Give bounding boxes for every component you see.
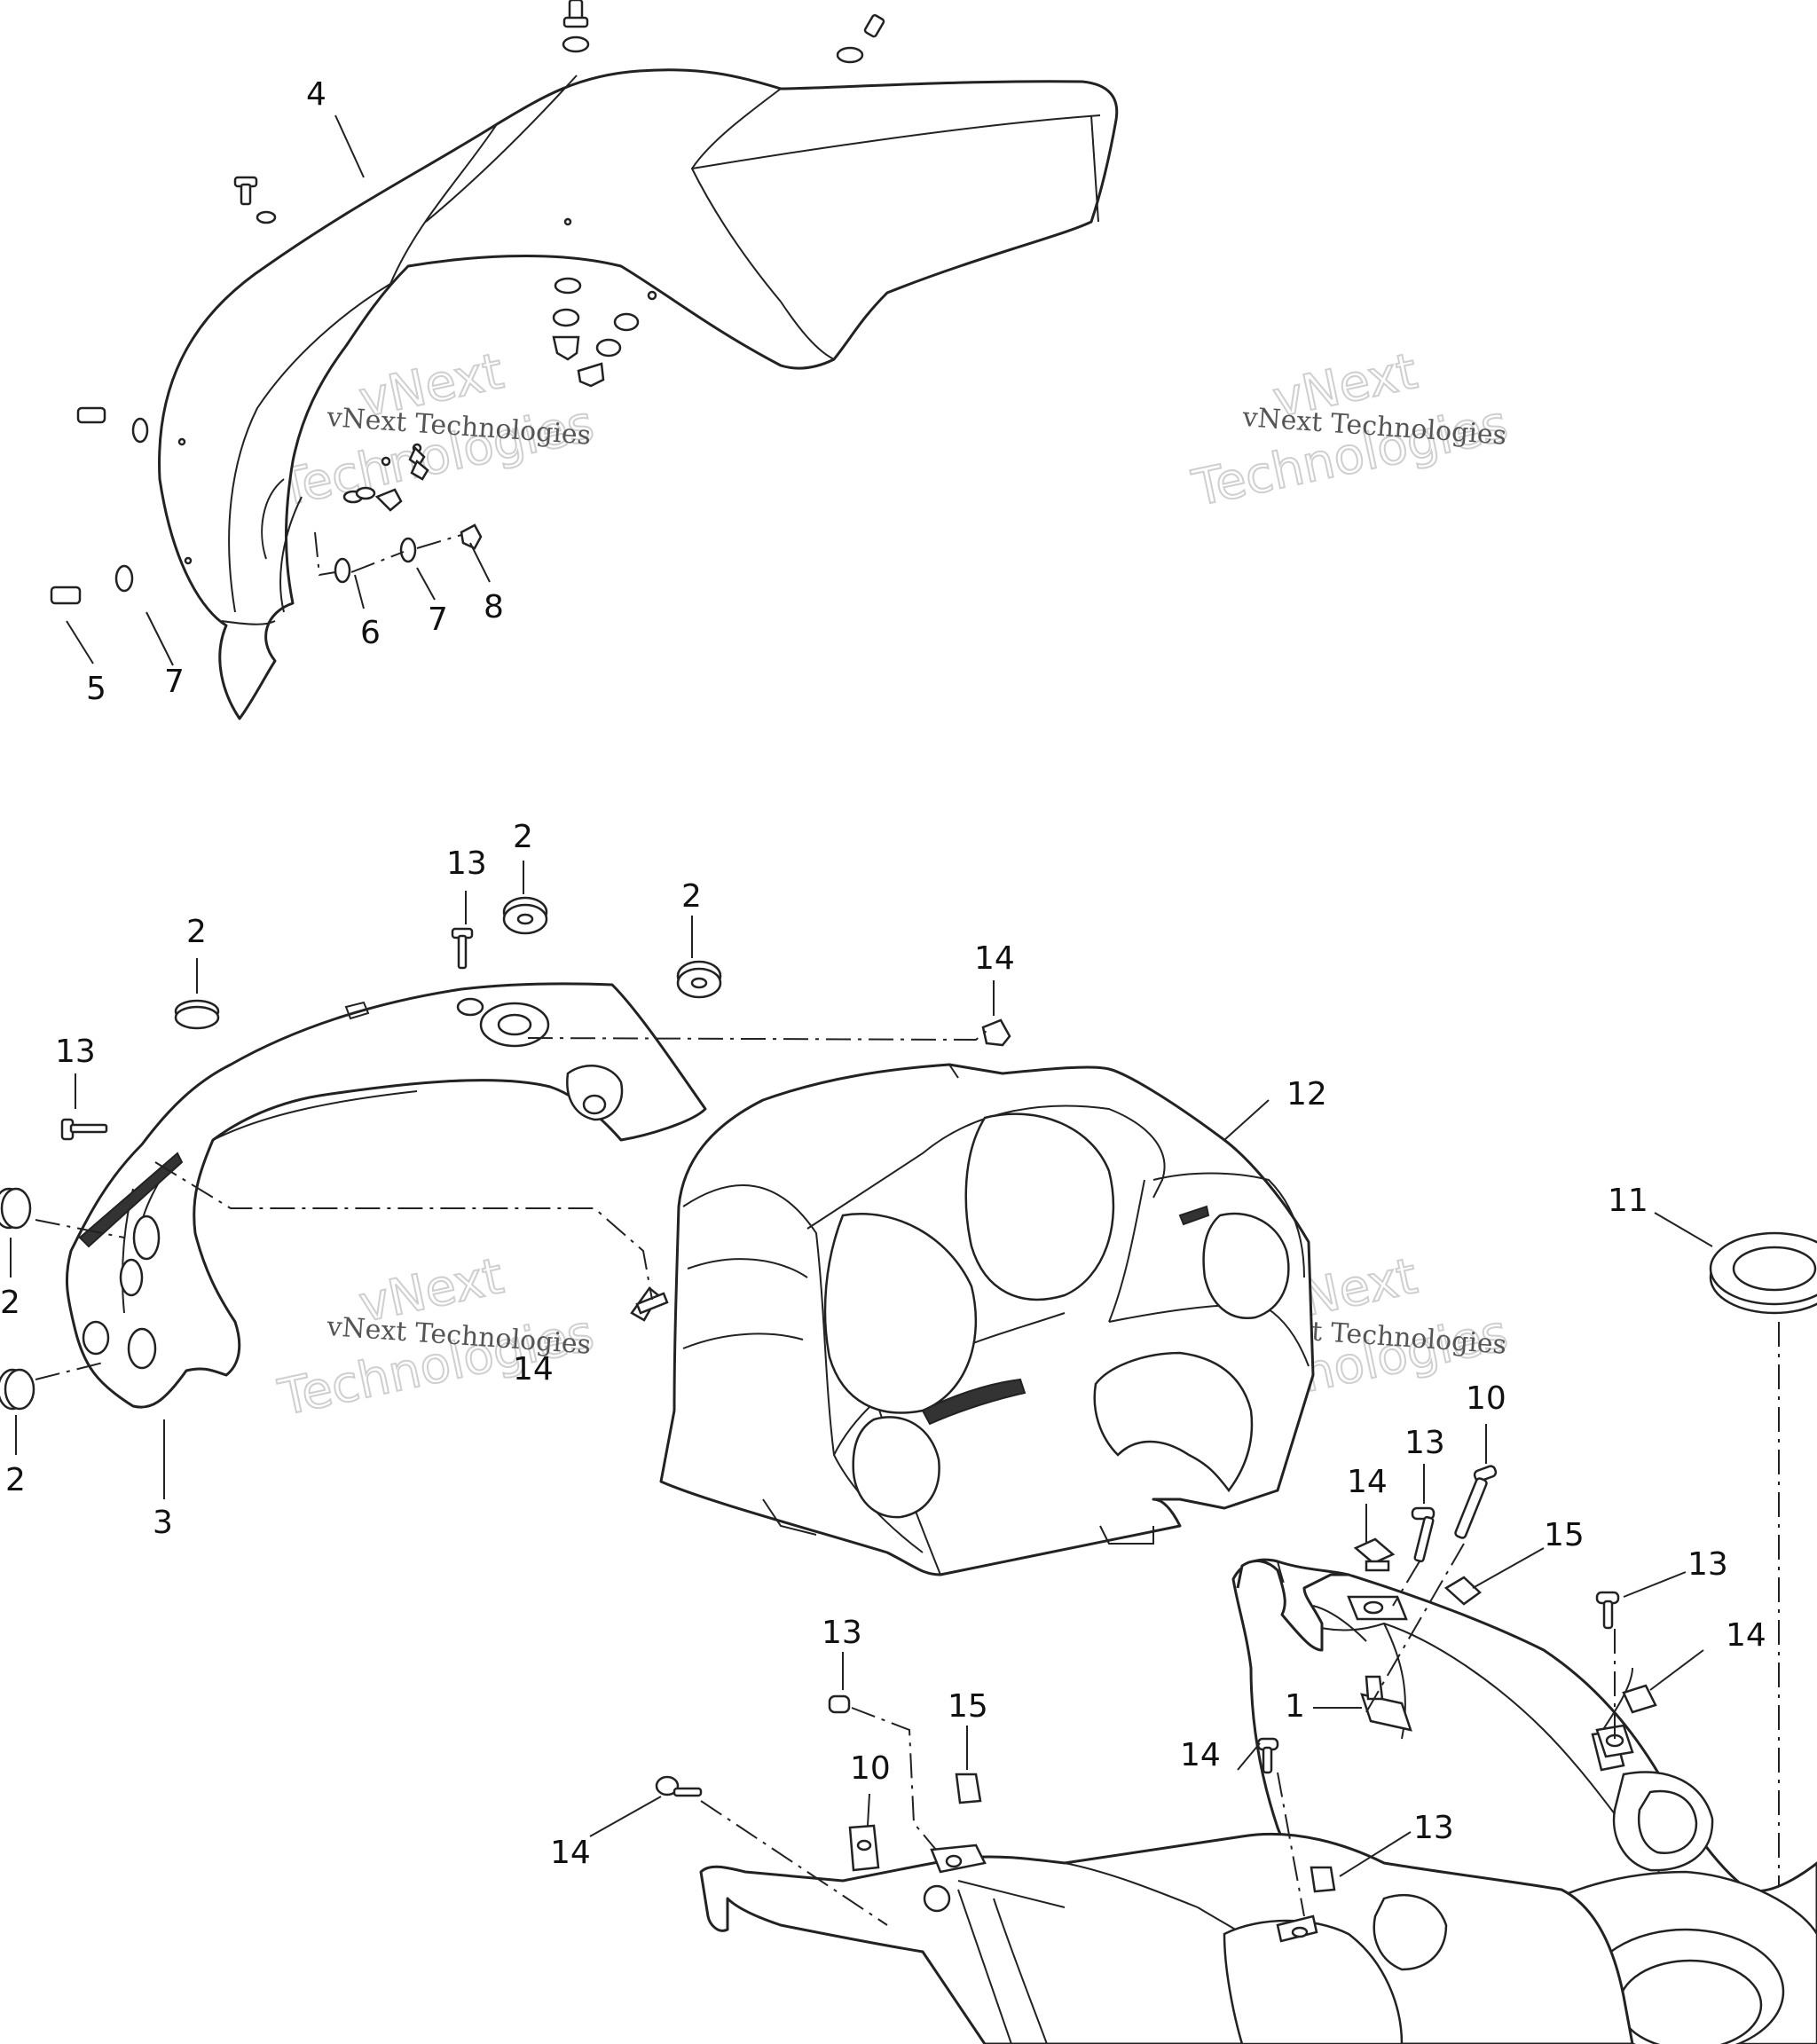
screw-icon	[76, 406, 186, 446]
watermark-right-top: vNext Technologies vNext Technologies	[1186, 342, 1513, 519]
callout-10: 10	[1466, 1380, 1506, 1417]
callout-13: 13	[446, 845, 487, 882]
callout-14: 14	[974, 940, 1015, 977]
watermark-left-top: vNext Technologies vNext Technologies	[272, 342, 599, 519]
side-bezel-part-3	[65, 982, 707, 1409]
callout-13: 13	[55, 1034, 96, 1070]
grommet-icon	[676, 960, 722, 999]
screw-icon	[60, 1118, 108, 1141]
callout-8: 8	[484, 589, 504, 625]
lower-hardware	[655, 1465, 1657, 1926]
leader-lines	[10, 114, 1713, 1877]
gauge-housing-part-12	[659, 1063, 1315, 1576]
screw-icon	[50, 556, 193, 605]
callout-13: 13	[1404, 1425, 1445, 1461]
callout-15: 15	[1544, 1517, 1585, 1553]
screw-icon	[233, 176, 277, 224]
callout-14: 14	[513, 1351, 554, 1388]
callout-2: 2	[186, 914, 207, 950]
clip-icon	[1443, 1576, 1482, 1606]
screw-icon	[1256, 1737, 1279, 1774]
speed-nut-icon	[1622, 1684, 1657, 1714]
callout-14: 14	[1347, 1464, 1388, 1500]
callout-15: 10	[850, 1750, 891, 1787]
grommet-icon	[502, 896, 548, 935]
callout-2: 2	[513, 819, 533, 855]
callout-2: 2	[681, 878, 702, 915]
speed-nut-icon	[1353, 1537, 1396, 1572]
tab-bracket-icon	[1360, 1675, 1412, 1732]
speed-nut-icon	[1310, 1866, 1336, 1893]
speed-nut-icon	[955, 1773, 982, 1804]
callout-3: 3	[153, 1505, 173, 1541]
screw-icon	[655, 1775, 703, 1797]
watermark-left-bottom: vNext Technologies vNext Technologies	[272, 1246, 599, 1428]
callout-6: 6	[360, 615, 381, 651]
callout-12: 12	[1286, 1076, 1327, 1112]
ring-nut-part-11	[1709, 1231, 1817, 1315]
screw-icon	[562, 0, 590, 53]
screw-icon	[451, 927, 474, 970]
callout-4: 4	[306, 76, 326, 113]
windshield-part-4	[158, 68, 1119, 720]
callout-14: 15	[948, 1688, 988, 1725]
callout-7: 7	[164, 664, 185, 700]
callout-2: 2	[5, 1462, 26, 1498]
lower-left-bracket	[699, 1832, 1634, 2044]
upper-mount-bracket	[1236, 1560, 1634, 1758]
callout-2: 2	[0, 1285, 20, 1321]
callout-7: 7	[428, 601, 448, 638]
pin-icon	[1454, 1465, 1498, 1539]
callout-13: 13	[1687, 1546, 1728, 1583]
windshield-hardware	[50, 0, 885, 605]
fastener-row-icon	[334, 443, 483, 584]
clip-icon	[848, 1824, 880, 1872]
speed-nut-icon	[981, 1018, 1011, 1047]
screw-icon	[828, 1694, 851, 1714]
screw-icon	[836, 13, 885, 64]
callout-13: 13	[822, 1615, 862, 1651]
callout-14: 13	[1413, 1810, 1454, 1846]
callout-labels: 4 5 7 6 7 8 13 2 2 2 13 14 12 2 2 3 14 1…	[0, 76, 1766, 1871]
callout-14: 14	[1726, 1617, 1766, 1654]
grommet-icon	[0, 1187, 32, 1230]
callout-10: 14	[550, 1835, 591, 1871]
screw-icon	[1595, 1591, 1620, 1630]
callout-1: 1	[1285, 1688, 1305, 1725]
callout-5: 5	[86, 671, 106, 707]
grommet-icon	[174, 999, 220, 1030]
screw-icon	[1411, 1506, 1436, 1563]
grommet-icon	[0, 1368, 35, 1411]
clip-stack-icon	[552, 217, 657, 388]
clip-icon	[630, 1286, 669, 1322]
callout-11: 11	[1608, 1183, 1648, 1219]
callout-13: 14	[1180, 1737, 1221, 1773]
